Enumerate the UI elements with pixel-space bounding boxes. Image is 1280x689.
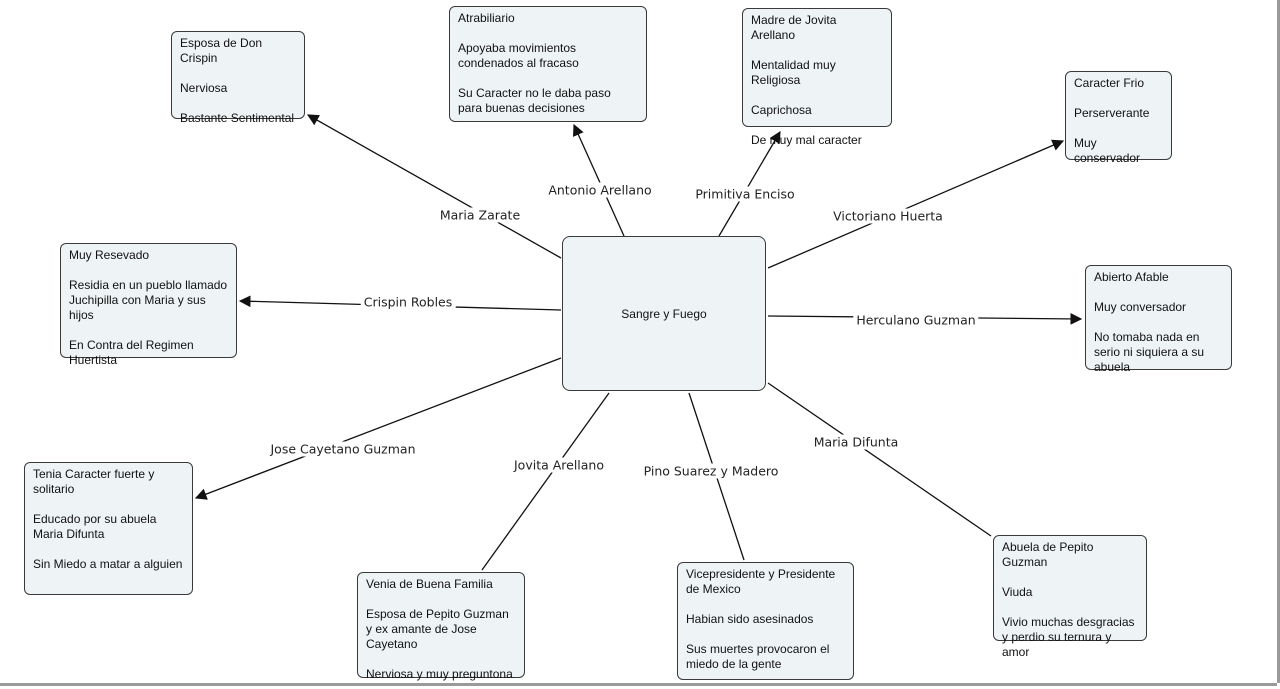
node-pino-suarez-madero[interactable]: Vicepresidente y Presidente de Mexico Ha… [677,562,854,680]
node-antonio-arellano[interactable]: Atrabiliario Apoyaba movimientos condena… [449,6,647,122]
node-text: Viuda [1002,585,1033,599]
node-text: No tomaba nada en serio ni siquiera a su… [1094,330,1205,374]
node-text: Muy conversador [1094,300,1187,314]
node-text: Residia en un pueblo llamado Juchipilla … [69,278,228,322]
node-text: Muy conservador [1074,136,1141,165]
node-maria-zarate[interactable]: Esposa de Don Crispin Nerviosa Bastante … [171,31,305,125]
node-text: Vivio muchas desgracias y perdio su tern… [1002,615,1135,659]
node-text: Madre de Jovita Arellano [751,13,837,42]
node-jovita-arellano[interactable]: Venia de Buena Familia Esposa de Pepito … [357,572,525,681]
link-label-pino-suarez-madero: Pino Suarez y Madero [640,463,782,479]
node-text: Esposa de Pepito Guzman y ex amante de J… [366,607,509,651]
node-text: Apoyaba movimientos condenados al fracas… [458,41,579,70]
connector-line [481,392,610,571]
link-label-primitiva-enciso: Primitiva Enciso [692,186,798,202]
node-text: En Contra del Regimen Huertista [69,338,194,367]
node-text: Mentalidad muy Religiosa [751,58,836,87]
node-text: Sin Miedo a matar a alguien [33,557,183,571]
node-text: Perserverante [1074,106,1150,120]
connector-line [767,139,1065,269]
node-herculano-guzman[interactable]: Abierto Afable Muy conversador No tomaba… [1085,265,1232,374]
central-concept-node[interactable]: Sangre y Fuego [562,236,766,391]
node-primitiva-enciso[interactable]: Madre de Jovita Arellano Mentalidad muy … [742,8,892,147]
connector-line [572,123,625,237]
connector-line [718,130,781,237]
node-text: Tenia Caracter fuerte y solitario [33,467,155,496]
node-text: Habian sido asesinados [686,612,814,626]
connector-line [767,382,992,537]
node-text: Bastante Sentimental [180,111,295,125]
node-jose-cayetano-guzman[interactable]: Tenia Caracter fuerte y solitario Educad… [24,462,193,595]
node-text: Atrabiliario [458,11,515,25]
node-text: Vicepresidente y Presidente de Mexico [686,567,836,596]
node-text: Sus muertes provocaron el miedo de la ge… [686,642,830,671]
node-text: Abuela de Pepito Guzman [1002,540,1094,569]
connector-line [194,357,562,500]
link-label-maria-difunta: Maria Difunta [810,434,902,450]
node-text: Caprichosa [751,103,812,117]
node-text: Caracter Frio [1074,76,1145,90]
node-maria-difunta[interactable]: Abuela de Pepito Guzman Viuda Vivio much… [993,535,1147,659]
node-crispin-robles[interactable]: Muy Resevado Residia en un pueblo llamad… [60,243,237,367]
link-label-jose-cayetano-guzman: Jose Cayetano Guzman [267,441,419,457]
node-text: Nerviosa y muy preguntona [366,667,513,681]
link-label-crispin-robles: Crispin Robles [360,294,456,310]
node-text: Educado por su abuela Maria Difunta [33,512,157,541]
central-concept-label: Sangre y Fuego [621,306,707,321]
node-victoriano-huerta[interactable]: Caracter Frio Perserverante Muy conserva… [1065,71,1172,165]
node-text: Su Caracter no le daba paso para buenas … [458,86,611,115]
node-text: Nerviosa [180,81,228,95]
node-text: Esposa de Don Crispin [180,36,263,65]
node-text: Abierto Afable [1094,270,1169,284]
connector-line [306,114,562,259]
node-text: De muy mal caracter [751,133,862,147]
link-label-jovita-arellano: Jovita Arellano [510,457,608,473]
node-text: Muy Resevado [69,248,150,262]
link-label-victoriano-huerta: Victoriano Huerta [830,208,946,224]
link-label-herculano-guzman: Herculano Guzman [853,312,979,328]
node-text: Venia de Buena Familia [366,577,493,591]
link-label-antonio-arellano: Antonio Arellano [545,182,655,198]
link-label-maria-zarate: Maria Zarate [436,207,524,223]
